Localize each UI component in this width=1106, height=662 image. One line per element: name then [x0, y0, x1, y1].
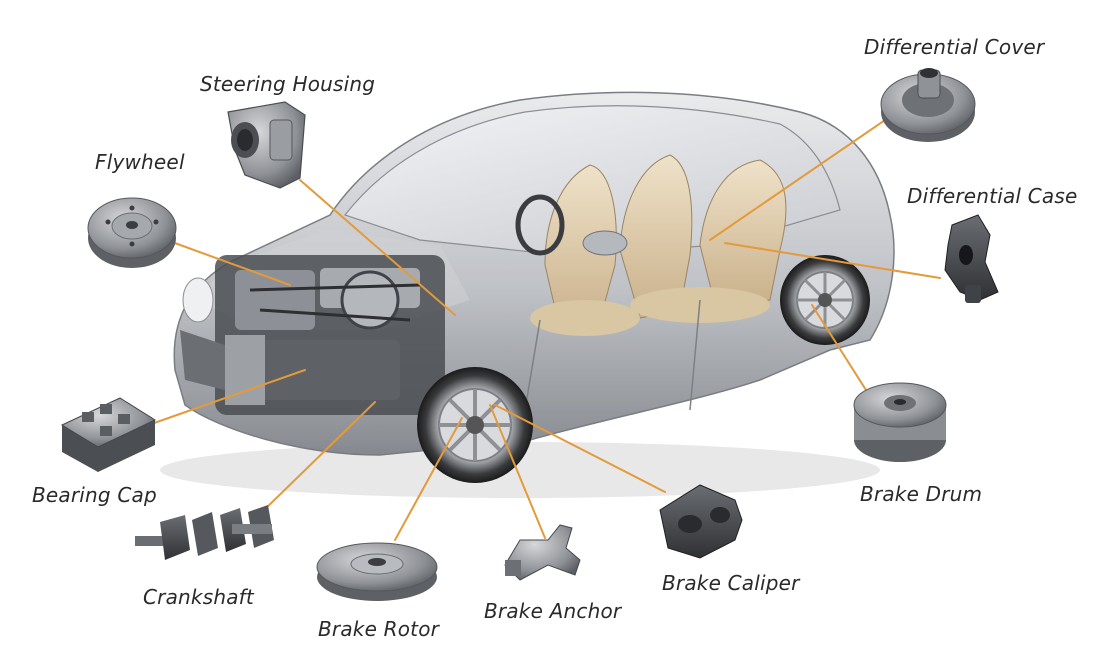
leader-brake-anchor [489, 404, 546, 539]
brake-drum-icon [853, 382, 947, 462]
flywheel-icon [87, 197, 177, 268]
label-differential-case: Differential Case [907, 184, 1078, 208]
label-brake-anchor: Brake Anchor [484, 599, 622, 623]
differential-case-icon [944, 214, 999, 303]
engine-bay [215, 255, 445, 415]
leader-steering-housing [299, 179, 456, 316]
bearing-cap-icon [60, 397, 157, 472]
leader-brake-rotor [394, 417, 463, 541]
crankshaft-icon [135, 505, 274, 560]
brake-rotor-icon [316, 542, 438, 601]
label-crankshaft: Crankshaft [143, 585, 254, 609]
label-differential-cover: Differential Cover [864, 35, 1045, 59]
label-flywheel: Flywheel [95, 150, 185, 174]
label-bearing-cap: Bearing Cap [32, 483, 157, 507]
interior-seats [530, 154, 787, 336]
steering-housing-icon [227, 101, 306, 189]
car-illustration [160, 91, 895, 498]
label-steering-housing: Steering Housing [200, 72, 376, 96]
label-brake-rotor: Brake Rotor [318, 617, 440, 641]
rear-wheel [780, 255, 870, 345]
leader-bearing-cap [139, 369, 306, 429]
leader-differential-cover [709, 117, 889, 241]
label-brake-drum: Brake Drum [860, 482, 983, 506]
leader-brake-caliper [494, 404, 666, 493]
leader-flywheel [171, 241, 291, 286]
leader-lines [139, 117, 941, 541]
leader-crankshaft [261, 401, 376, 513]
brake-anchor-icon [504, 524, 581, 581]
differential-cover-icon [880, 68, 976, 142]
leader-differential-case [724, 242, 941, 279]
front-wheel [417, 367, 533, 483]
label-brake-caliper: Brake Caliper [662, 571, 800, 595]
leader-brake-drum [811, 304, 867, 391]
brake-caliper-icon [659, 484, 743, 559]
